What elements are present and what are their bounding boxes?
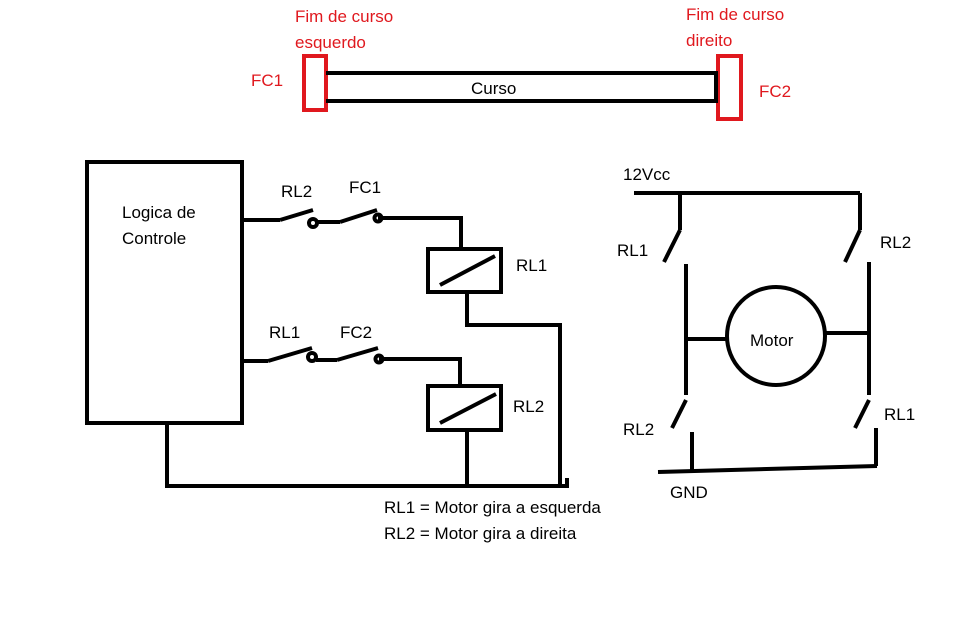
left-switch-label-fc1: FC1 [251, 71, 283, 90]
left-limit-switch [302, 54, 328, 112]
lower-fc2-contact-label: FC2 [340, 323, 372, 342]
track-section: Fim de curso esquerdo Fim de curso direi… [251, 5, 791, 121]
control-labels: Logica de Controle RL2 FC1 RL1 RL1 FC2 R… [122, 178, 547, 416]
right-switch-label-fc2: FC2 [759, 82, 791, 101]
rl1-coil [426, 247, 503, 294]
right-limit-title-line1: Fim de curso [686, 5, 784, 24]
control-logic-box [85, 160, 244, 425]
upper-fc1-contact-label: FC1 [349, 178, 381, 197]
lower-branch-wire [379, 357, 462, 386]
upper-rl2-contact-terminal [307, 217, 319, 229]
bottom-right-switch-label: RL1 [884, 405, 915, 424]
bottom-left-switch-label: RL2 [623, 420, 654, 439]
top-right-switch-label: RL2 [880, 233, 911, 252]
common-return-wire [165, 423, 569, 488]
lower-rl1-contact-terminal [306, 351, 318, 363]
lower-rl1-contact-blade [267, 346, 313, 363]
h-bridge [634, 191, 878, 474]
rl1-coil-slash [439, 254, 496, 287]
legend-line-rl1: RL1 = Motor gira a esquerda [384, 498, 601, 517]
ground-label: GND [670, 483, 708, 502]
legend: RL1 = Motor gira a esquerda RL2 = Motor … [384, 498, 601, 543]
upper-rl2-contact-label: RL2 [281, 182, 312, 201]
track-label: Curso [471, 79, 516, 98]
rl2-coil-slash [439, 392, 497, 425]
top-right-switch-blade [843, 229, 862, 263]
rl2-coil [426, 384, 503, 432]
control-circuit [85, 160, 569, 488]
motor [725, 285, 827, 387]
supply-label: 12Vcc [623, 165, 671, 184]
rl1-coil-label: RL1 [516, 256, 547, 275]
motor-label: Motor [750, 331, 794, 350]
bridge-labels: 12Vcc RL1 RL2 Motor RL2 RL1 GND [617, 165, 915, 502]
control-box-label-line2: Controle [122, 229, 186, 248]
upper-fc1-contact-blade [339, 208, 378, 224]
right-limit-switch [716, 54, 743, 121]
left-limit-title-line1: Fim de curso [295, 7, 393, 26]
control-box-label-line1: Logica de [122, 203, 196, 222]
right-limit-title-line2: direito [686, 31, 732, 50]
lower-rl1-contact-label: RL1 [269, 323, 300, 342]
bottom-right-switch-blade [853, 399, 871, 429]
upper-branch-wire [378, 216, 463, 249]
rl1-return-wire [465, 292, 562, 485]
upper-rl2-contact-blade [279, 208, 314, 222]
rl2-coil-label: RL2 [513, 397, 544, 416]
left-limit-title-line2: esquerdo [295, 33, 366, 52]
ground-rail [657, 464, 878, 474]
top-left-switch-label: RL1 [617, 241, 648, 260]
top-left-switch-blade [662, 229, 682, 263]
bottom-left-switch-blade [670, 399, 688, 429]
lower-fc2-contact-blade [336, 346, 379, 362]
legend-line-rl2: RL2 = Motor gira a direita [384, 524, 577, 543]
